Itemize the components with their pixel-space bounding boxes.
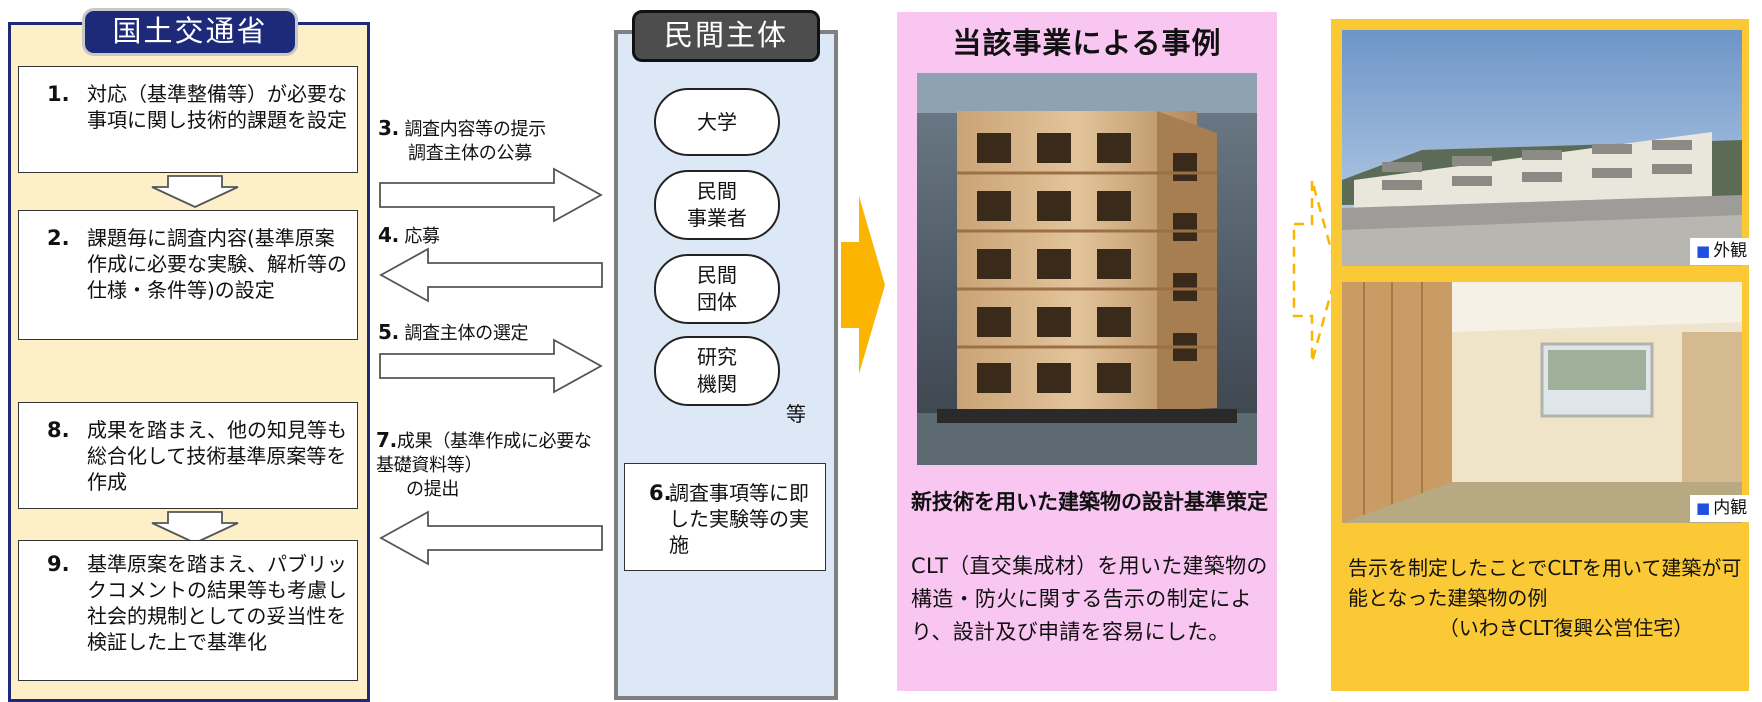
- clt-building-test-photo: [917, 73, 1257, 465]
- arrow-right-3: [379, 167, 603, 223]
- flow-5-number: 5.: [378, 320, 399, 344]
- flow-3-text: 調査内容等の提示: [404, 119, 546, 140]
- exterior-photo: [1342, 30, 1742, 266]
- exterior-tag-label: 外観: [1713, 241, 1748, 261]
- step-8-text: 成果を踏まえ、他の知見等も総合化して技術基準原案等を作成: [87, 418, 347, 494]
- private-title: 民間主体: [632, 10, 820, 62]
- big-right-arrow: [841, 196, 885, 374]
- flow-3-label: 3. 調査内容等の提示 調査主体の公募: [378, 116, 608, 166]
- example-title: 当該事業による事例: [952, 26, 1222, 60]
- flow-7-text: 成果（基準作成に必要な基礎資料等）: [376, 431, 592, 476]
- step-1-text: 対応（基準整備等）が必要な事項に関し技術的課題を設定: [87, 82, 347, 132]
- dashed-right-arrow: [1292, 179, 1339, 363]
- interior-tag: ■ 内観: [1690, 495, 1754, 522]
- arrow-left-4: [379, 247, 603, 303]
- step-8-box: 8. 成果を踏まえ、他の知見等も総合化して技術基準原案等を作成: [18, 402, 358, 509]
- step-2-text: 課題毎に調査内容(基準原案作成に必要な実験、解析等の仕様・条件等)の設定: [87, 226, 347, 302]
- flow-7-number: 7.: [376, 428, 397, 452]
- down-arrow-8-9: [151, 511, 239, 544]
- interior-photo: [1342, 282, 1742, 523]
- mlit-title: 国土交通省: [82, 8, 298, 56]
- step-8-number: 8.: [47, 418, 70, 442]
- flow-7-label: 7.成果（基準作成に必要な基礎資料等） の提出: [376, 428, 608, 502]
- arrow-left-7: [379, 510, 603, 566]
- actor-private-business: 民間 事業者: [654, 170, 780, 240]
- actor-university: 大学: [654, 88, 780, 156]
- actor-private-business-label: 民間 事業者: [687, 179, 747, 230]
- square-icon: ■: [1696, 499, 1711, 517]
- actor-private-organization: 民間 団体: [654, 254, 780, 324]
- flow-5-label: 5. 調査主体の選定: [378, 320, 608, 346]
- flow-4-label: 4. 応募: [378, 223, 608, 249]
- actor-private-organization-label: 民間 団体: [697, 263, 737, 314]
- flow-4-text: 応募: [404, 226, 440, 247]
- step-6-box: 6. 調査事項等に即した実験等の実施: [624, 463, 826, 571]
- actor-etc: 等: [786, 402, 806, 426]
- exterior-tag: ■ 外観: [1690, 238, 1754, 265]
- actor-research-institute-label: 研究 機関: [697, 345, 737, 396]
- result-caption-sub: （いわきCLT復興公営住宅）: [1438, 616, 1694, 640]
- result-caption: 告示を制定したことでCLTを用いて建築が可能となった建築物の例 （いわきCLT復…: [1348, 553, 1744, 643]
- actor-research-institute: 研究 機関: [654, 336, 780, 406]
- flow-7-text2: の提出: [406, 479, 460, 500]
- result-caption-text: 告示を制定したことでCLTを用いて建築が可能となった建築物の例: [1348, 556, 1742, 610]
- down-arrow-1-2: [151, 175, 239, 208]
- step-2-number: 2.: [47, 226, 70, 250]
- square-icon: ■: [1696, 242, 1711, 260]
- step-9-text: 基準原案を踏まえ、パブリックコメントの結果等も考慮し社会的規制としての妥当性を検…: [87, 552, 347, 654]
- step-6-text: 調査事項等に即した実験等の実施: [669, 481, 809, 557]
- flow-3-text2: 調査主体の公募: [408, 143, 532, 164]
- step-9-box: 9. 基準原案を踏まえ、パブリックコメントの結果等も考慮し社会的規制としての妥当…: [18, 540, 358, 681]
- step-2-box: 2. 課題毎に調査内容(基準原案作成に必要な実験、解析等の仕様・条件等)の設定: [18, 210, 358, 340]
- flow-3-number: 3.: [378, 116, 399, 140]
- flow-4-number: 4.: [378, 223, 399, 247]
- step-6-number: 6.: [649, 481, 672, 505]
- example-heading: 新技術を用いた建築物の設計基準策定: [911, 490, 1268, 514]
- interior-tag-label: 内観: [1713, 498, 1748, 518]
- step-1-number: 1.: [47, 82, 70, 106]
- actor-university-label: 大学: [697, 109, 737, 134]
- flow-5-text: 調査主体の選定: [404, 323, 529, 344]
- arrow-right-5: [379, 338, 603, 394]
- step-1-box: 1. 対応（基準整備等）が必要な事項に関し技術的課題を設定: [18, 66, 358, 173]
- example-body: CLT（直交集成材）を用いた建築物の構造・防火に関する告示の制定により、設計及び…: [911, 554, 1268, 644]
- step-9-number: 9.: [47, 552, 70, 576]
